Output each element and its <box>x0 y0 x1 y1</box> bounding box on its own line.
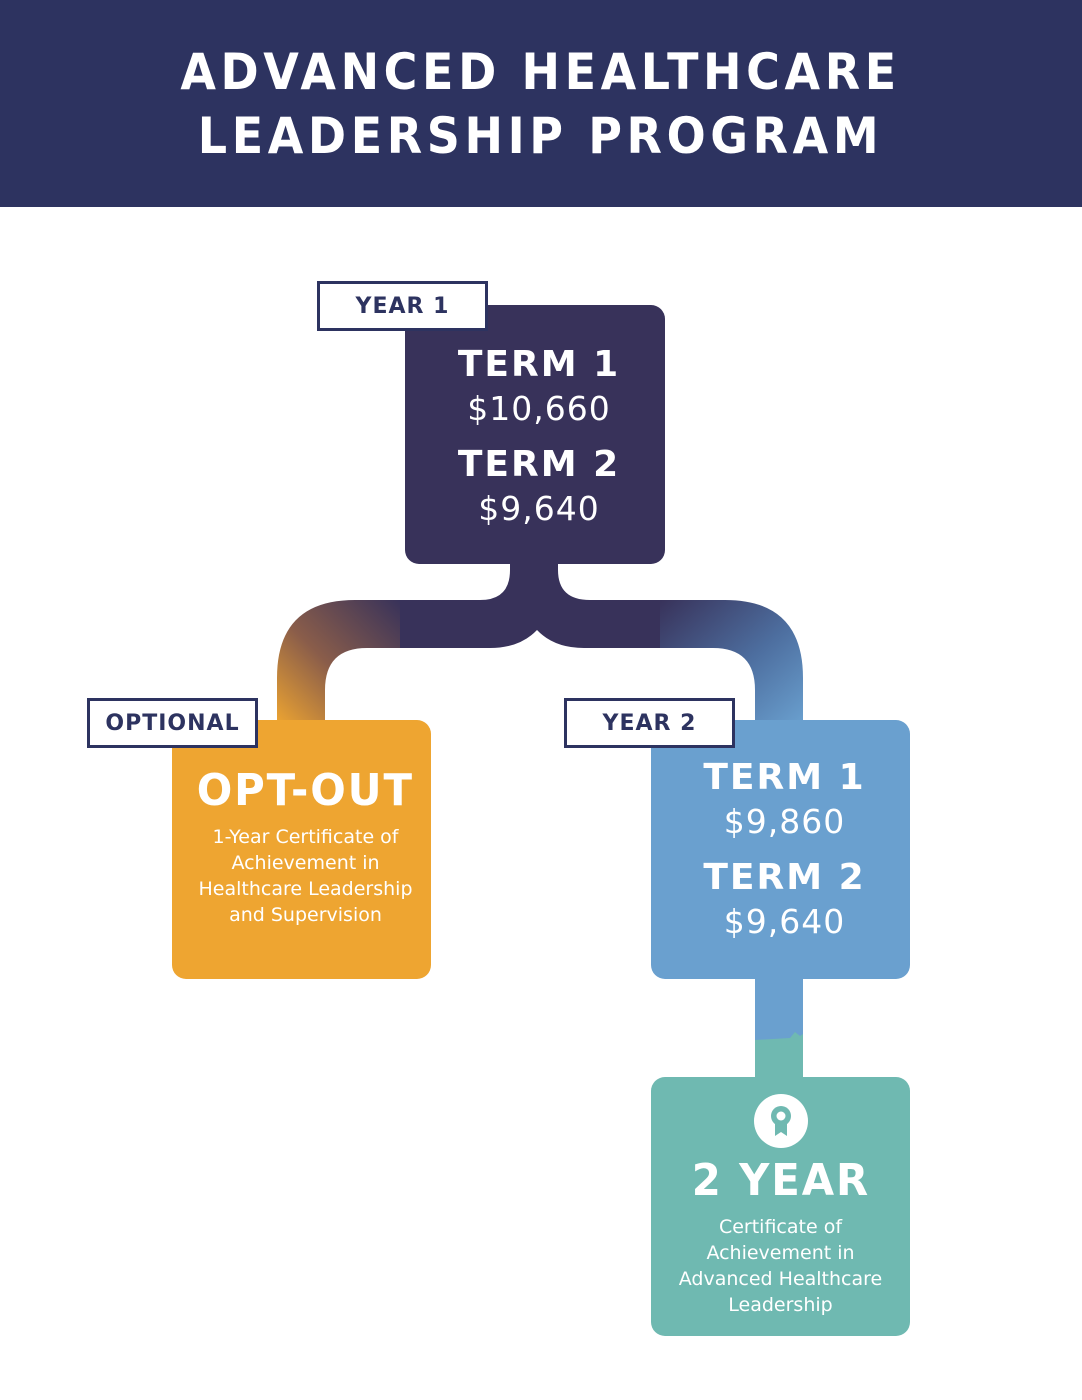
optout-title: OPT-OUT <box>196 765 415 816</box>
two-year-description: Certificate of Achievement in Advanced H… <box>678 1216 883 1316</box>
year1-term1-label: TERM 1 <box>457 344 621 385</box>
year2-term2-label: TERM 2 <box>703 857 866 898</box>
two-year-title: 2 YEAR <box>691 1155 870 1206</box>
page-title-line-2: LEADERSHIP PROGRAM <box>198 106 884 165</box>
optional-tag: OPTIONAL <box>87 698 258 748</box>
year2-tag: YEAR 2 <box>564 698 735 748</box>
year1-term2-label: TERM 2 <box>457 444 621 485</box>
page-title-line-1: ADVANCED HEALTHCARE <box>180 42 902 101</box>
two-year-certificate-box: 2 YEAR Certificate of Achievement in Adv… <box>651 1077 910 1336</box>
year2-term1-price: $9,860 <box>723 802 846 841</box>
award-ribbon-icon <box>753 1094 808 1148</box>
year1-term1-price: $10,660 <box>467 389 611 428</box>
header-banner: ADVANCED HEALTHCARE LEADERSHIP PROGRAM <box>0 0 1082 207</box>
optout-box: OPT-OUT 1-Year Certificate of Achievemen… <box>172 720 431 979</box>
year1-tag: YEAR 1 <box>317 281 488 331</box>
year1-term2-price: $9,640 <box>478 489 600 528</box>
optout-description: 1-Year Certificate of Achievement in Hea… <box>198 826 413 926</box>
year2-term1-label: TERM 1 <box>703 757 866 798</box>
year1-box: TERM 1 $10,660 TERM 2 $9,640 <box>405 305 665 564</box>
year2-term2-price: $9,640 <box>723 902 846 941</box>
year2-box: TERM 1 $9,860 TERM 2 $9,640 <box>651 720 910 979</box>
